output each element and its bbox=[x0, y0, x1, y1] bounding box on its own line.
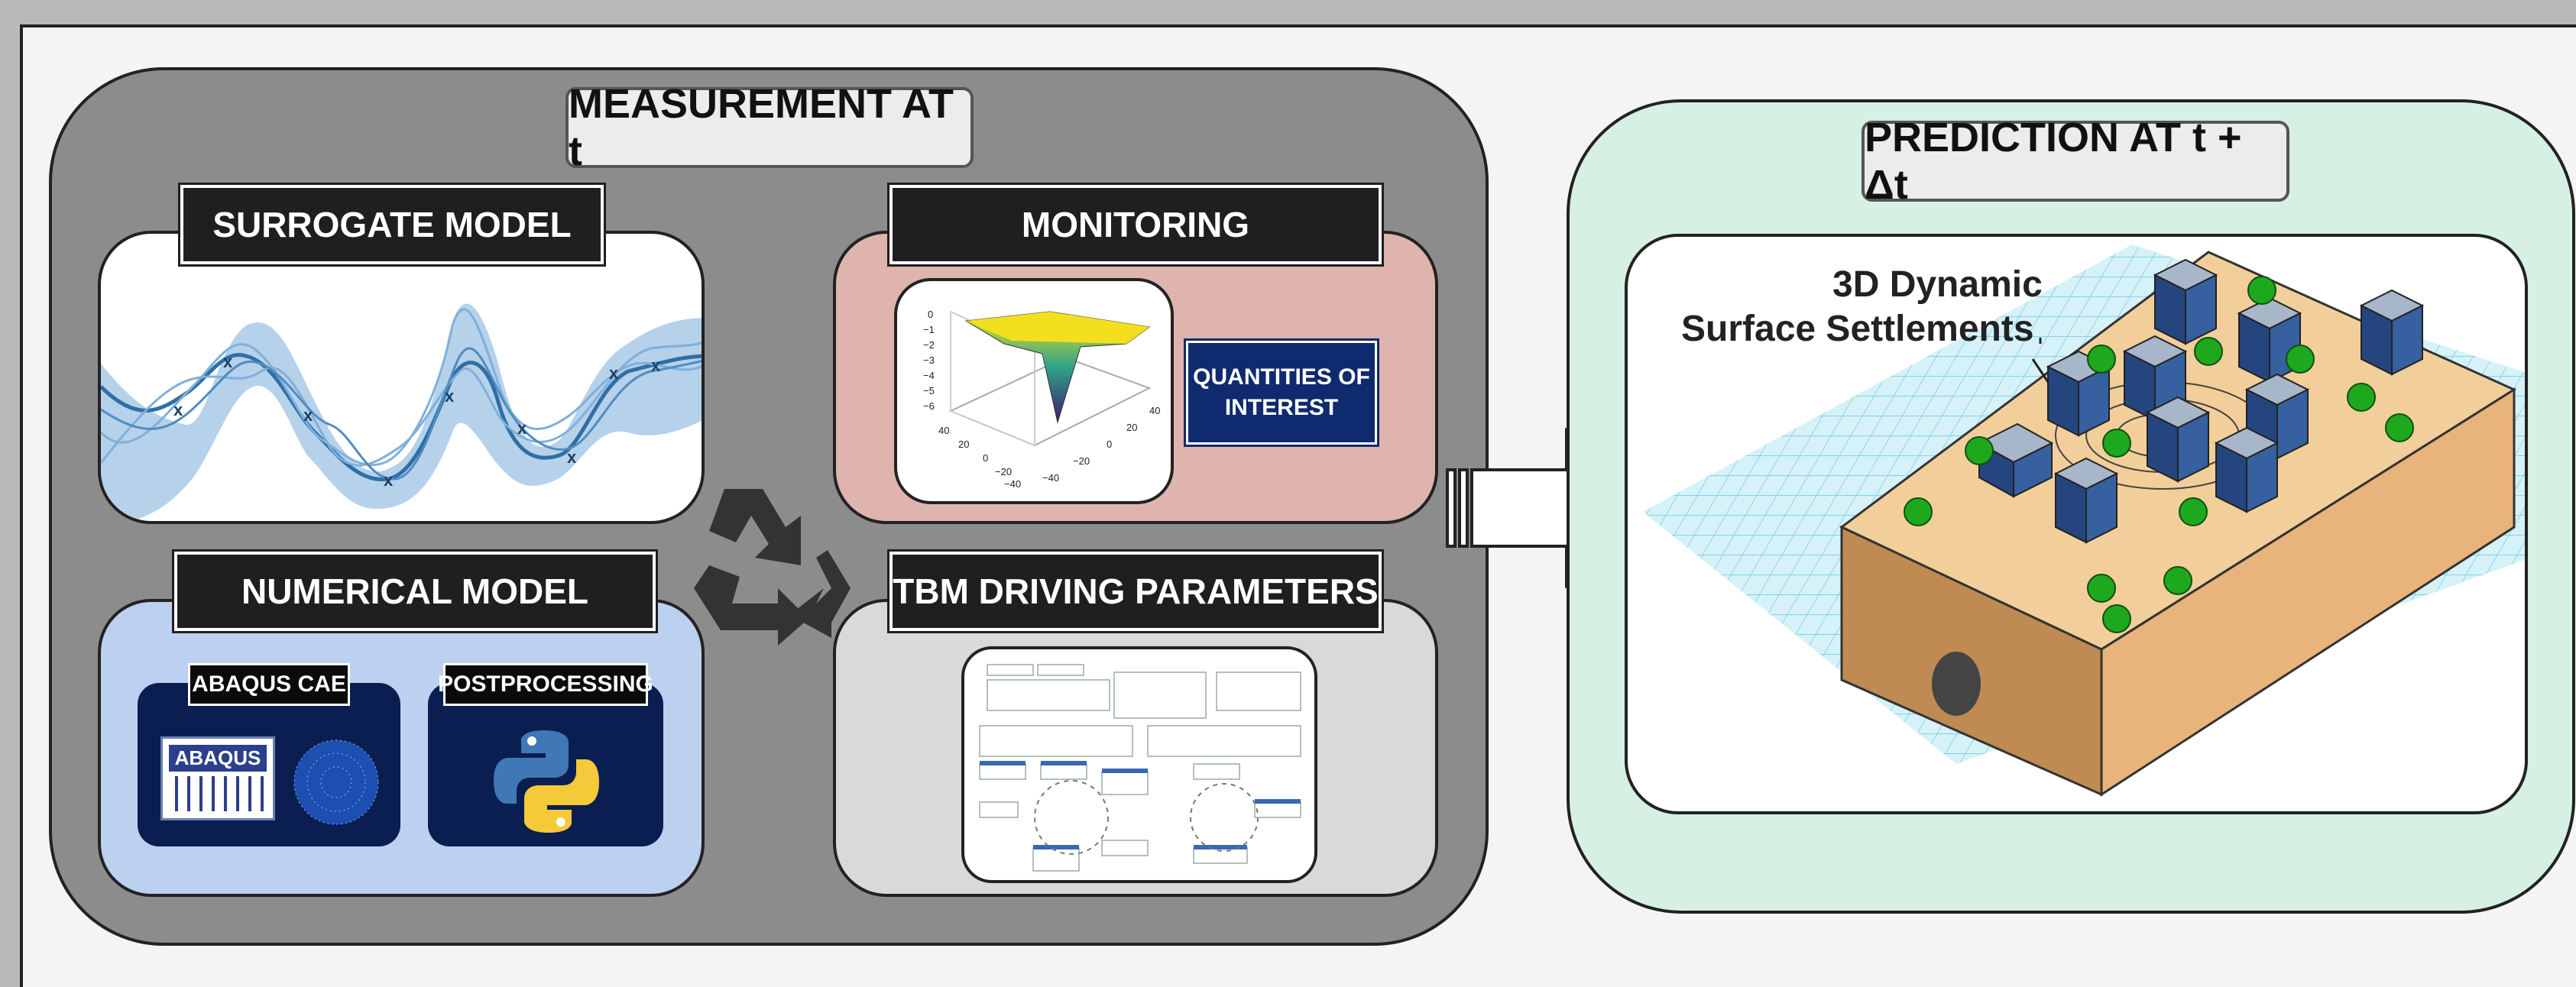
x-tick: 20 bbox=[958, 438, 969, 450]
z-tick: −4 bbox=[923, 370, 935, 381]
caption-line-1: 3D Dynamic bbox=[1832, 264, 2043, 305]
surrogate-model-title: SURROGATE MODEL bbox=[178, 183, 606, 267]
svg-text:x: x bbox=[445, 387, 455, 406]
svg-text:x: x bbox=[384, 471, 394, 490]
diagram-canvas: MEASUREMENT AT t x x x x x x x x x SURROGATE M… bbox=[20, 24, 2576, 987]
settlement-surface-plot: 0 −1 −2 −3 −4 −5 −6 40 20 0 −20 −40 −40 … bbox=[894, 278, 1174, 504]
svg-text:x: x bbox=[517, 419, 527, 438]
z-tick: −1 bbox=[923, 324, 935, 335]
surrogate-model-box: x x x x x x x x x bbox=[98, 231, 705, 524]
qoi-line-2: INTEREST bbox=[1224, 395, 1339, 420]
postprocessing-card bbox=[428, 683, 663, 846]
z-tick: −5 bbox=[923, 385, 935, 396]
z-tick: −3 bbox=[923, 354, 935, 366]
z-tick: −6 bbox=[923, 400, 935, 412]
tbm-parameters-sheet bbox=[961, 646, 1317, 883]
z-tick: −2 bbox=[923, 339, 935, 351]
tbm-parameters-title: TBM DRIVING PARAMETERS bbox=[887, 549, 1384, 633]
svg-text:x: x bbox=[651, 356, 661, 375]
abaqus-card: ABAQUS bbox=[138, 683, 400, 846]
svg-text:x: x bbox=[173, 400, 183, 419]
trees bbox=[1904, 276, 2414, 633]
y-tick: 0 bbox=[1107, 438, 1112, 450]
x-tick: −20 bbox=[995, 466, 1012, 477]
measurement-title: MEASUREMENT AT t bbox=[565, 81, 974, 174]
y-tick: 20 bbox=[1126, 422, 1137, 433]
svg-text:x: x bbox=[609, 364, 619, 383]
recycle-icon bbox=[694, 489, 851, 646]
abaqus-logo: ABAQUS bbox=[160, 736, 275, 820]
x-tick: 40 bbox=[938, 425, 949, 436]
y-tick: −20 bbox=[1073, 455, 1090, 467]
svg-text:x: x bbox=[303, 406, 313, 425]
svg-text:x: x bbox=[223, 352, 233, 371]
y-tick: 40 bbox=[1149, 405, 1160, 416]
buildings bbox=[1977, 258, 2425, 544]
caption-line-2: Surface Settlements bbox=[1681, 309, 2034, 349]
mesh-sphere bbox=[293, 739, 379, 825]
x-tick: 0 bbox=[983, 452, 988, 464]
python-icon bbox=[494, 730, 599, 833]
abaqus-logo-text: ABAQUS bbox=[169, 745, 267, 772]
svg-text:x: x bbox=[567, 448, 577, 467]
z-tick: 0 bbox=[928, 309, 933, 320]
settlement-3d-view: 3D Dynamic Surface Settlements bbox=[1625, 234, 2528, 814]
quantities-of-interest-badge: QUANTITIES OF INTEREST bbox=[1184, 338, 1379, 447]
numerical-model-title: NUMERICAL MODEL bbox=[172, 549, 658, 633]
monitoring-title: MONITORING bbox=[887, 183, 1384, 267]
y-tick: −40 bbox=[1042, 472, 1059, 484]
postprocessing-label: POSTPROCESSING bbox=[438, 663, 653, 706]
x-tick: −40 bbox=[1004, 478, 1021, 490]
prediction-title: PREDICTION AT t + Δt bbox=[1862, 115, 2289, 208]
surrogate-gp-plot: x x x x x x x x x bbox=[101, 303, 702, 521]
abaqus-cae-label: ABAQUS CAE bbox=[188, 663, 350, 706]
qoi-line-1: QUANTITIES OF bbox=[1193, 364, 1370, 390]
